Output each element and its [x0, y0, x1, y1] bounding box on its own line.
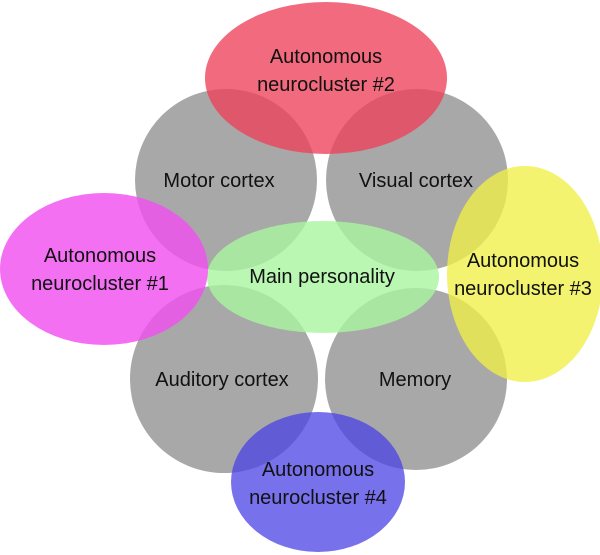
autonomous-neurocluster-2-label-line2: neurocluster #2 — [257, 74, 395, 96]
autonomous-neurocluster-4-label-line2: neurocluster #4 — [249, 487, 387, 509]
autonomous-neurocluster-2-ellipse — [205, 2, 447, 154]
main-personality-ellipse — [207, 221, 439, 333]
autonomous-neurocluster-4-label-line1: Autonomous — [262, 459, 374, 481]
visual-cortex-label: Visual cortex — [359, 170, 473, 192]
motor-cortex-label: Motor cortex — [163, 170, 274, 192]
autonomous-neurocluster-1-label-line2: neurocluster #1 — [31, 273, 169, 295]
auditory-cortex-label: Auditory cortex — [155, 369, 288, 391]
autonomous-neurocluster-3-label-line2: neurocluster #3 — [454, 278, 592, 300]
autonomous-neurocluster-1-ellipse — [0, 193, 208, 345]
autonomous-neurocluster-2-label-line1: Autonomous — [270, 46, 382, 68]
autonomous-neurocluster-3-ellipse — [447, 166, 600, 382]
main-personality-label: Main personality — [249, 266, 395, 288]
memory-label: Memory — [379, 369, 451, 391]
autonomous-neurocluster-4-ellipse — [231, 412, 405, 552]
autonomous-neurocluster-3-label-line1: Autonomous — [467, 250, 579, 272]
autonomous-neurocluster-1-label-line1: Autonomous — [44, 245, 156, 267]
